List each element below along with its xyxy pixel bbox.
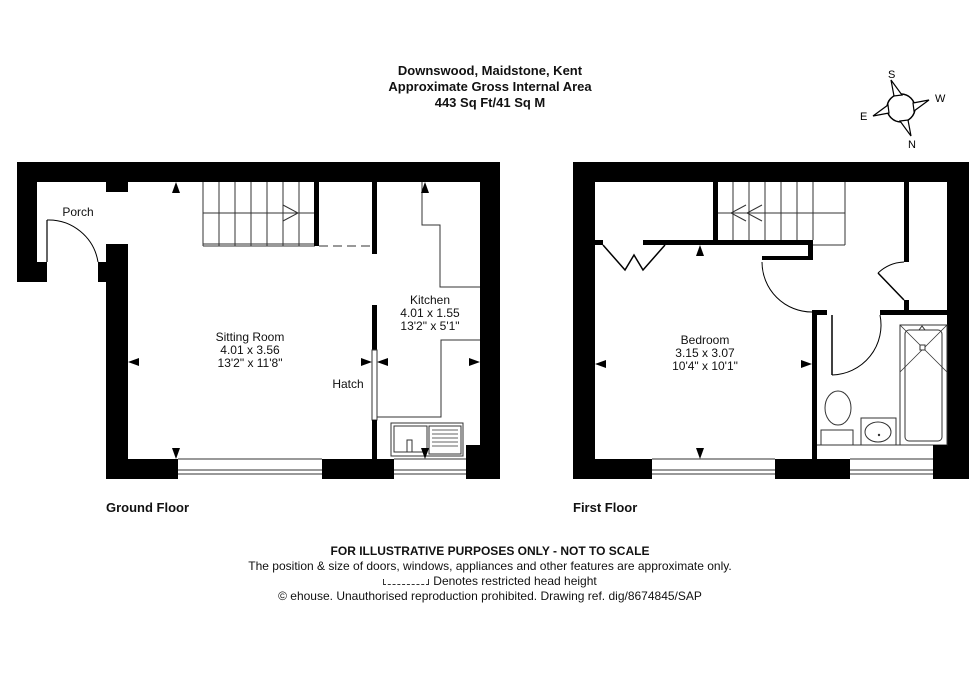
compass-n: N xyxy=(908,139,916,151)
compass-e: E xyxy=(860,111,867,123)
restricted-height-icon xyxy=(383,578,430,585)
compass-w: W xyxy=(935,93,946,105)
room-hatch: Hatch xyxy=(328,378,368,391)
compass-s: S xyxy=(888,69,895,81)
room-name: Sitting Room xyxy=(215,330,285,344)
legend: Denotes restricted head height xyxy=(0,574,980,589)
room-bedroom: Bedroom 3.15 x 3.07 10'4" x 10'1" xyxy=(655,334,755,373)
disclaimer: FOR ILLUSTRATIVE PURPOSES ONLY - NOT TO … xyxy=(330,544,650,558)
plan-footer: FOR ILLUSTRATIVE PURPOSES ONLY - NOT TO … xyxy=(0,544,980,604)
ground-floor-plan xyxy=(17,162,500,479)
ground-floor-label: Ground Floor xyxy=(106,500,190,515)
room-metric: 4.01 x 1.55 xyxy=(400,306,460,320)
room-name: Kitchen xyxy=(409,293,451,307)
room-imperial: 13'2" x 5'1" xyxy=(400,319,460,333)
area-subtitle: Approximate Gross Internal Area xyxy=(388,79,592,94)
room-sitting-room: Sitting Room 4.01 x 3.56 13'2" x 11'8" xyxy=(180,331,320,370)
room-name: Hatch xyxy=(332,377,364,391)
address-title: Downswood, Maidstone, Kent xyxy=(397,63,583,78)
area-value: 443 Sq Ft/41 Sq M xyxy=(434,95,546,110)
room-name: Porch xyxy=(62,205,94,219)
room-imperial: 13'2" x 11'8" xyxy=(217,356,283,370)
room-kitchen: Kitchen 4.01 x 1.55 13'2" x 5'1" xyxy=(385,294,475,333)
room-porch: Porch xyxy=(48,206,108,219)
copyright: © ehouse. Unauthorised reproduction proh… xyxy=(278,589,702,603)
room-metric: 3.15 x 3.07 xyxy=(675,346,735,360)
room-metric: 4.01 x 3.56 xyxy=(220,343,280,357)
legend-text: Denotes restricted head height xyxy=(433,574,597,588)
first-floor-plan xyxy=(573,162,969,479)
plan-header: Downswood, Maidstone, Kent Approximate G… xyxy=(0,63,980,111)
first-floor-label: First Floor xyxy=(573,500,638,515)
room-name: Bedroom xyxy=(680,333,730,347)
approximate-note: The position & size of doors, windows, a… xyxy=(248,559,732,573)
compass-icon: S W E N xyxy=(858,60,958,155)
room-imperial: 10'4" x 10'1" xyxy=(672,359,738,373)
